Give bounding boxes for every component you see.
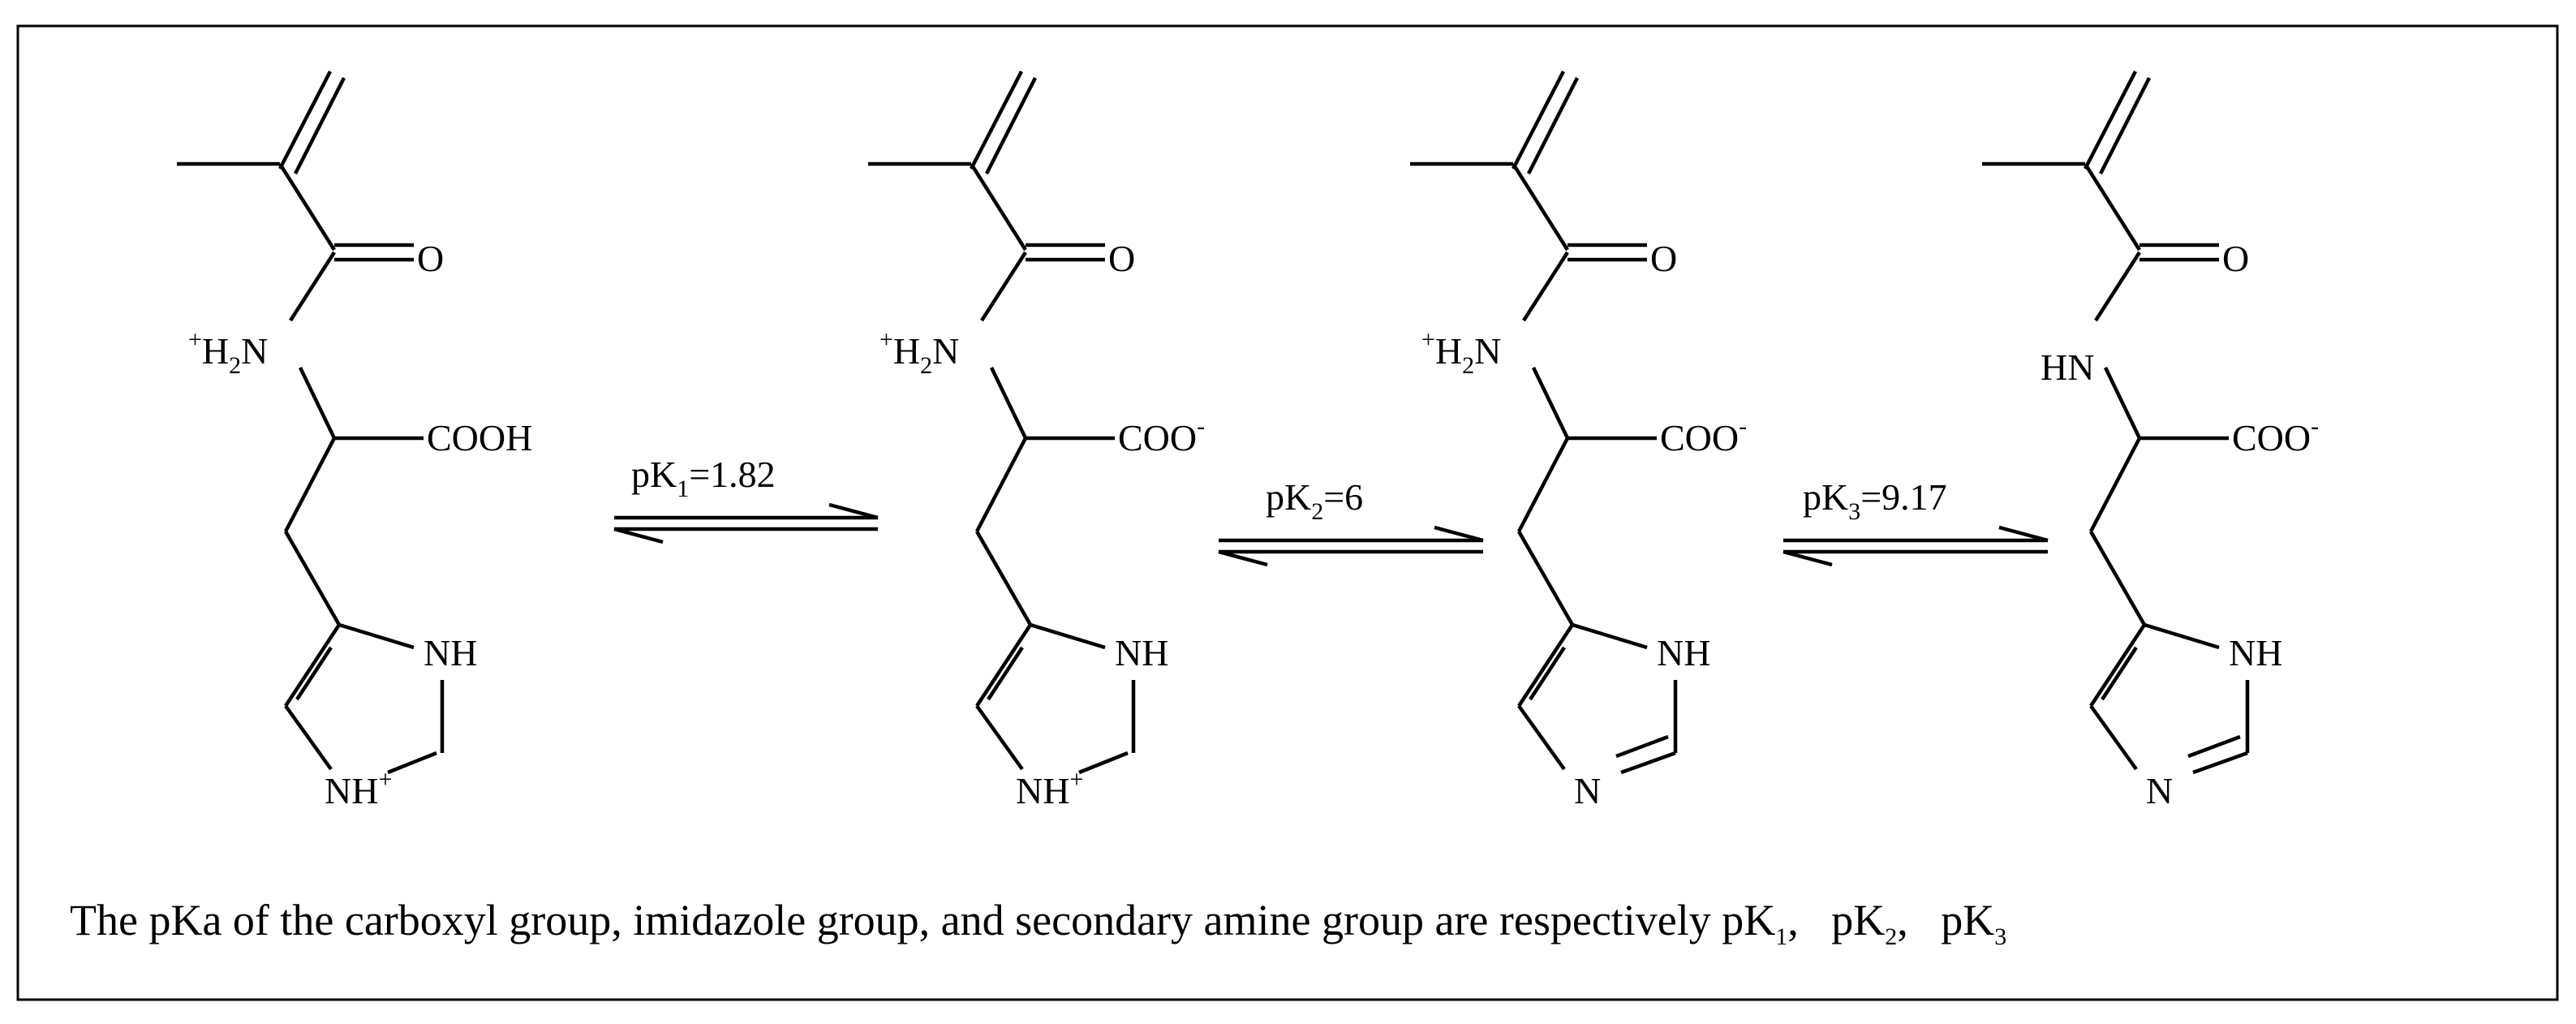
figure-caption: The pKa of the carboxyl group, imidazole…	[70, 896, 2006, 950]
structure-3-bonds	[1410, 71, 1675, 769]
amine-label: +H2N	[1421, 326, 1501, 379]
equilibrium-arrow-1: pK1=1.82	[613, 454, 879, 544]
carboxyl-label: COOH	[427, 417, 532, 458]
structure-4-bonds	[1982, 71, 2247, 769]
carboxyl-label: COO-	[1660, 413, 1747, 458]
ring-n-label: NH+	[1016, 766, 1083, 811]
carbonyl-oxygen-label: O	[2222, 238, 2249, 279]
structure-1-ring-bond	[388, 753, 437, 772]
ring-n-label: N	[1574, 770, 1601, 811]
structure-3: O +H2N COO- NH N	[1410, 71, 1747, 811]
structure-4: O HN COO- NH N	[1982, 71, 2319, 811]
structure-4-ring-bond	[2188, 737, 2247, 772]
structure-1: O +H2N COOH NH NH+	[177, 71, 532, 811]
pk3-label: pK3=9.17	[1803, 476, 1947, 525]
structure-3-ring-bond	[1616, 737, 1675, 772]
structure-2-bonds	[868, 71, 1133, 769]
pk2-label: pK2=6	[1266, 476, 1363, 525]
ring-n-label: N	[2146, 770, 2173, 811]
carboxyl-label: COO-	[1118, 413, 1205, 458]
ring-nh-label: NH	[424, 632, 477, 673]
ring-nh-label: NH	[1115, 632, 1168, 673]
carbonyl-oxygen-label: O	[1650, 238, 1677, 279]
amine-label: +H2N	[879, 326, 959, 379]
structure-1-bonds	[177, 71, 442, 769]
carbonyl-oxygen-label: O	[417, 238, 444, 279]
carbonyl-oxygen-label: O	[1108, 238, 1135, 279]
amine-label: HN	[2041, 346, 2094, 388]
ring-nh-label: NH	[1657, 632, 1710, 673]
carboxyl-label: COO-	[2232, 413, 2319, 458]
ring-nh-label: NH	[2229, 632, 2282, 673]
structure-2-ring-bond	[1079, 753, 1128, 772]
pk1-label: pK1=1.82	[631, 454, 776, 502]
figure-frame	[16, 24, 2559, 1001]
ring-n-label: NH+	[325, 766, 392, 811]
amine-label: +H2N	[188, 326, 268, 379]
equilibrium-arrow-3: pK3=9.17	[1783, 476, 2049, 567]
structure-2: O +H2N COO- NH NH+	[868, 71, 1205, 811]
equilibrium-arrow-2: pK2=6	[1218, 476, 1484, 567]
